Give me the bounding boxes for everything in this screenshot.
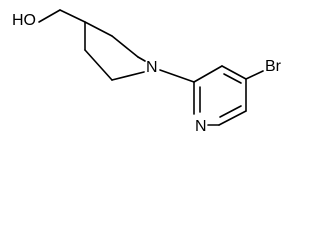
bond-c3a-c2a bbox=[111, 35, 139, 58]
bond-c2a-n bbox=[137, 56, 146, 62]
bond-c3b-c2b bbox=[84, 49, 113, 81]
atom-label-pyridine-nitrogen: N bbox=[195, 118, 207, 135]
atom-label-hydroxyl: HO bbox=[12, 12, 36, 29]
bond-ch2-c4 bbox=[59, 9, 86, 23]
molecule-diagram: HO N N Br bbox=[12, 9, 282, 135]
double-bond-inner-c5-c6 bbox=[219, 105, 242, 118]
bond-o-ch2 bbox=[38, 9, 61, 23]
bond-c4-br bbox=[245, 70, 264, 80]
molecule-svg: HO N N Br bbox=[12, 9, 282, 135]
atom-label-bromine: Br bbox=[265, 58, 282, 75]
atom-label-piperidine-nitrogen: N bbox=[146, 59, 158, 76]
bond-c2-c3-pyridine bbox=[193, 65, 223, 83]
bond-c3-c4-pyridine bbox=[221, 65, 247, 80]
bond-c5-c6-pyridine bbox=[218, 110, 247, 126]
bond-c2b-n bbox=[111, 71, 145, 81]
double-bond-inner-c3-c4 bbox=[223, 73, 242, 84]
bond-n-c2-pyridine bbox=[159, 69, 195, 83]
bond-c4-c3a bbox=[84, 21, 113, 37]
